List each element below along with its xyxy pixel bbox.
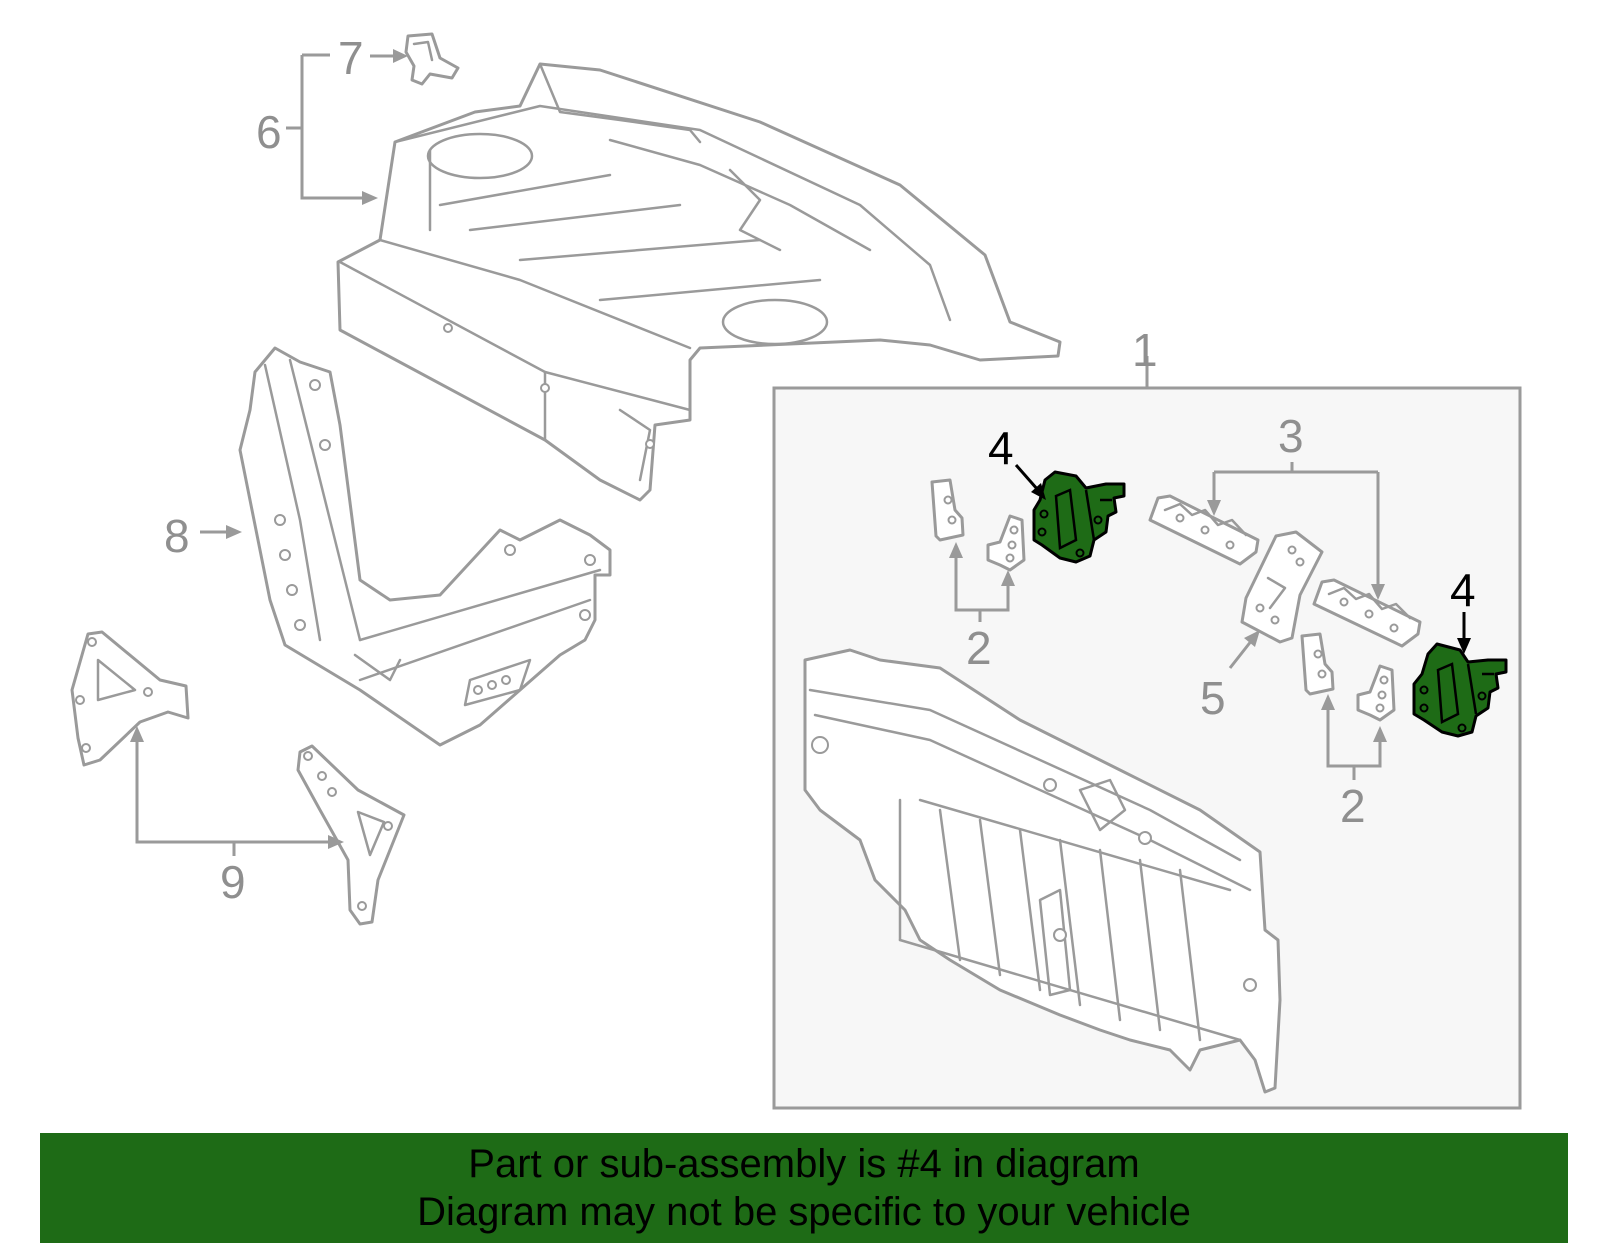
callout-2-right: 2 [1340, 780, 1366, 832]
banner-line-1: Part or sub-assembly is #4 in diagram [468, 1142, 1140, 1186]
arrow-4-left [1031, 483, 1046, 500]
callout-5: 5 [1200, 672, 1226, 724]
arrow-2-right-a [1321, 694, 1335, 710]
callout-1: 1 [1132, 324, 1158, 376]
part-4-bracket-left-highlighted [1032, 470, 1126, 564]
info-banner: Part or sub-assembly is #4 in diagram Di… [40, 1133, 1568, 1243]
leader-9 [135, 740, 330, 856]
banner-background [40, 1133, 1568, 1243]
arrow-2-left-b [1001, 570, 1015, 586]
part-3-reinforcement-lower [1312, 578, 1422, 648]
part-5-plate [1240, 530, 1324, 644]
callout-9: 9 [220, 856, 246, 908]
arrow-6 [362, 191, 378, 205]
arrow-3a [1207, 500, 1221, 516]
arrow-3b [1371, 584, 1385, 600]
part-9-gusset-right [296, 744, 406, 926]
leader-2-right [1326, 708, 1382, 780]
leader-5 [1228, 639, 1254, 669]
callout-2-left: 2 [966, 622, 992, 674]
arrow-7 [393, 49, 408, 63]
part-9-gusset-left [70, 630, 190, 767]
callout-4-left: 4 [988, 422, 1014, 474]
arrow-2-left-a [949, 542, 963, 558]
callout-8: 8 [164, 510, 190, 562]
leader-2-left [954, 556, 1010, 622]
back-panel [803, 648, 1282, 1094]
part-4-bracket-right-highlighted [1412, 642, 1508, 738]
arrow-9a [130, 726, 144, 742]
callout-3: 3 [1278, 410, 1304, 462]
leader-3 [1212, 462, 1380, 586]
banner-line-2: Diagram may not be specific to your vehi… [417, 1190, 1191, 1234]
part-2-bracket-left-pair [930, 478, 1026, 572]
part-3-reinforcement-upper [1148, 494, 1260, 566]
part-6-package-tray [336, 62, 1062, 502]
callout-4-right: 4 [1450, 564, 1476, 616]
leader-6 [286, 53, 365, 200]
arrow-4-right [1457, 638, 1471, 654]
part-2-bracket-right-pair [1300, 632, 1396, 722]
arrow-2-right-b [1373, 726, 1387, 742]
callout-6: 6 [256, 106, 282, 158]
part-8-brace [238, 346, 612, 747]
arrow-8 [226, 525, 242, 539]
part-7-clip [404, 32, 460, 86]
arrow-5 [1244, 630, 1260, 647]
leader-4-left [1014, 464, 1040, 491]
arrow-9b [328, 835, 344, 849]
callout-7: 7 [338, 32, 364, 84]
